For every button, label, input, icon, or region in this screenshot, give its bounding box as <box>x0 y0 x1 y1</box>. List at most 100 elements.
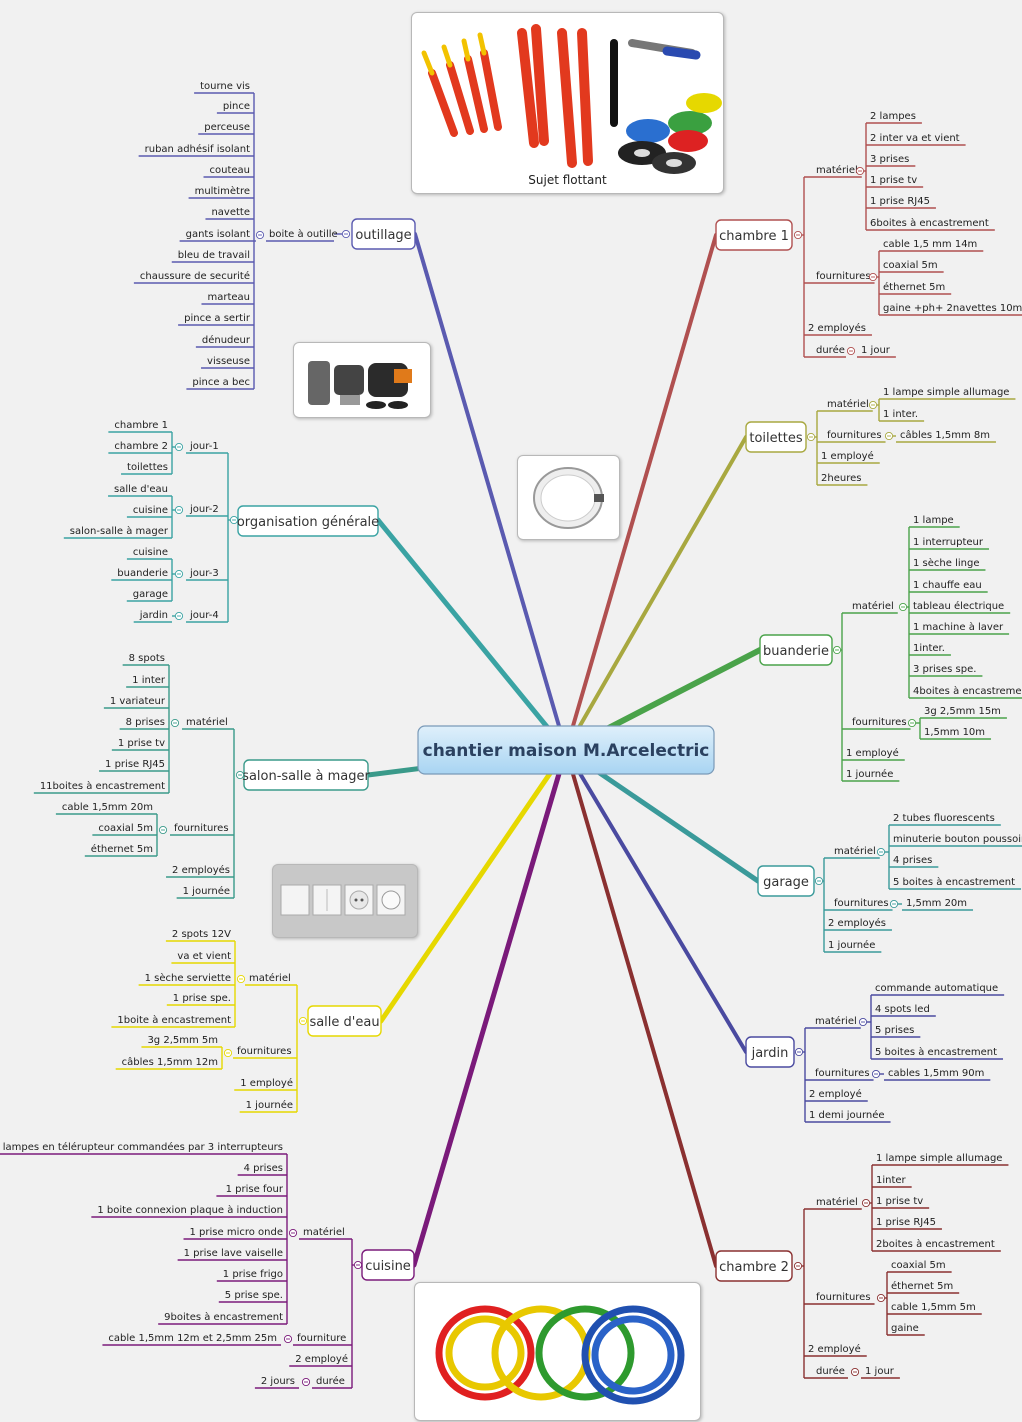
salon-materiel-collapse[interactable] <box>170 718 180 728</box>
organisation-day-item-label: chambre 2 <box>114 441 168 452</box>
toilettes-collapse[interactable] <box>806 432 816 442</box>
organisation-day[interactable]: jour-3 <box>186 568 228 581</box>
organisation-day[interactable]: jour-4 <box>186 610 228 623</box>
buanderie-materiel[interactable]: matériel <box>842 600 898 614</box>
jardin-fournitures[interactable]: fournitures <box>805 1068 874 1081</box>
toilettes-materiel-collapse[interactable] <box>868 400 878 410</box>
organisation-day-collapse[interactable] <box>174 442 184 452</box>
cuisine-fourniture[interactable]: fourniture <box>293 1333 352 1346</box>
cuisine-collapse[interactable] <box>353 1260 363 1270</box>
topic-garage[interactable]: garage <box>757 865 815 897</box>
organisation-day[interactable]: jour-1 <box>186 441 228 454</box>
outillage-item: dénudeur <box>195 334 254 348</box>
buanderie-materiel-item: 1 machine à laver <box>909 621 1010 635</box>
outillage-item: couteau <box>203 165 254 178</box>
cuisine-duree-collapse[interactable] <box>301 1377 311 1387</box>
toilettes-fournitures-collapse[interactable] <box>884 431 894 441</box>
organisation-day-collapse[interactable] <box>174 505 184 515</box>
chambre1-duree[interactable]: durée <box>804 344 846 358</box>
chambre1-collapse[interactable] <box>793 230 803 240</box>
organisation-day-collapse[interactable] <box>174 569 184 579</box>
salon-fournitures-label: fournitures <box>174 823 229 834</box>
topic-jardin[interactable]: jardin <box>745 1036 795 1068</box>
toilettes-materiel-label: matériel <box>827 398 869 410</box>
salon-collapse[interactable] <box>235 770 245 780</box>
organisation-day[interactable]: jour-2 <box>186 504 228 517</box>
cuisine-fourniture-collapse[interactable] <box>283 1334 293 1344</box>
salon-fournitures-collapse[interactable] <box>158 825 168 835</box>
outillage-item-label: navette <box>211 207 250 218</box>
chambre2-materiel-item: 1 prise tv <box>872 1196 930 1209</box>
chambre1-duree-collapse[interactable] <box>846 346 856 356</box>
chambre2-fournitures[interactable]: fournitures <box>804 1292 875 1305</box>
chambre2-materiel-collapse[interactable] <box>861 1198 871 1208</box>
buanderie-fournitures[interactable]: fournitures <box>842 717 911 730</box>
buanderie-materiel-item: tableau électrique <box>909 600 1011 614</box>
topic-salle-eau[interactable]: salle d'eau <box>307 1005 382 1037</box>
jardin-materiel-item-label: 4 spots led <box>875 1004 930 1015</box>
salle-eau-materiel[interactable]: matériel <box>245 972 297 986</box>
chambre1-materiel[interactable]: matériel <box>804 164 862 178</box>
toilettes-fournitures[interactable]: fournitures <box>817 430 886 443</box>
topic-cuisine[interactable]: cuisine <box>361 1249 415 1281</box>
chambre2-materiel[interactable]: matériel <box>804 1196 862 1210</box>
cables-image <box>414 1282 701 1421</box>
topic-organisation[interactable]: organisation générale <box>237 505 379 537</box>
outillage-subtopic-collapse[interactable] <box>255 230 265 240</box>
jardin-materiel-item: commande automatique <box>871 983 1005 996</box>
cuisine-materiel-label: matériel <box>303 1226 345 1238</box>
salle-eau-collapse[interactable] <box>298 1016 308 1026</box>
salle-eau-fournitures[interactable]: fournitures <box>233 1046 297 1059</box>
floating-topic-tools[interactable]: Sujet flottant <box>411 12 724 194</box>
chambre2-duree[interactable]: durée <box>804 1365 848 1379</box>
chambre1-fournitures-item: éthernet 5m <box>879 281 952 295</box>
organisation-collapse[interactable] <box>229 515 239 525</box>
jardin-materiel[interactable]: matériel <box>805 1015 861 1029</box>
jardin-extra-item-label: 2 employé <box>809 1088 862 1100</box>
topic-chambre2[interactable]: chambre 2 <box>715 1250 793 1282</box>
outillage-item: multimètre <box>188 185 254 199</box>
chambre2-duree-collapse[interactable] <box>850 1367 860 1377</box>
salon-fournitures[interactable]: fournitures <box>170 823 234 836</box>
salle-eau-materiel-item: 1 sèche serviette <box>138 972 235 986</box>
garage-materiel-collapse[interactable] <box>876 847 886 857</box>
buanderie-fournitures-collapse[interactable] <box>907 718 917 728</box>
cuisine-materiel-collapse[interactable] <box>288 1228 298 1238</box>
topic-buanderie[interactable]: buanderie <box>759 634 833 666</box>
topic-toilettes[interactable]: toilettes <box>745 421 807 453</box>
garage-materiel[interactable]: matériel <box>824 845 880 859</box>
chambre1-materiel-item: 3 prises <box>866 154 916 167</box>
chambre1-fournitures[interactable]: fournitures <box>804 271 875 284</box>
salon-materiel[interactable]: matériel <box>182 716 234 730</box>
central-topic[interactable]: chantier maison M.Arcelectric <box>417 725 715 775</box>
buanderie-materiel-collapse[interactable] <box>898 602 908 612</box>
jardin-materiel-collapse[interactable] <box>858 1017 868 1027</box>
garage-fournitures-collapse[interactable] <box>889 899 899 909</box>
topic-salon[interactable]: salon-salle à mager <box>242 759 370 791</box>
topic-chambre1[interactable]: chambre 1 <box>715 219 793 251</box>
toilettes-materiel[interactable]: matériel <box>817 398 873 412</box>
buanderie-collapse[interactable] <box>832 645 842 655</box>
jardin-fournitures-collapse[interactable] <box>871 1069 881 1079</box>
garage-materiel-item-label: 5 boites à encastrement <box>893 876 1015 888</box>
chambre2-collapse[interactable] <box>793 1261 803 1271</box>
chambre2-fournitures-item-label: gaine <box>891 1323 919 1334</box>
chambre1-materiel-collapse[interactable] <box>855 166 865 176</box>
cuisine-duree[interactable]: durée <box>312 1375 352 1389</box>
chambre1-fournitures-collapse[interactable] <box>868 272 878 282</box>
outillage-collapse[interactable] <box>341 229 351 239</box>
cuisine-materiel[interactable]: matériel <box>299 1226 352 1240</box>
chambre2-fournitures-collapse[interactable] <box>876 1293 886 1303</box>
organisation-day-item-label: cuisine <box>133 547 168 558</box>
garage-collapse[interactable] <box>814 876 824 886</box>
jardin-collapse[interactable] <box>794 1047 804 1057</box>
topic-outillage[interactable]: outillage <box>351 218 416 250</box>
salle-eau-fournitures-collapse[interactable] <box>223 1048 233 1058</box>
outillage-subtopic[interactable]: boite à outille <box>266 228 338 242</box>
garage-fournitures[interactable]: fournitures <box>824 898 893 911</box>
garage-extra-item: 2 employés <box>824 917 892 931</box>
organisation-day-collapse[interactable] <box>174 611 184 621</box>
garage-fournitures-item-label: 1,5mm 20m <box>906 898 967 909</box>
salle-eau-materiel-collapse[interactable] <box>236 974 246 984</box>
chambre1-materiel-item-label: 2 lampes <box>870 111 916 122</box>
